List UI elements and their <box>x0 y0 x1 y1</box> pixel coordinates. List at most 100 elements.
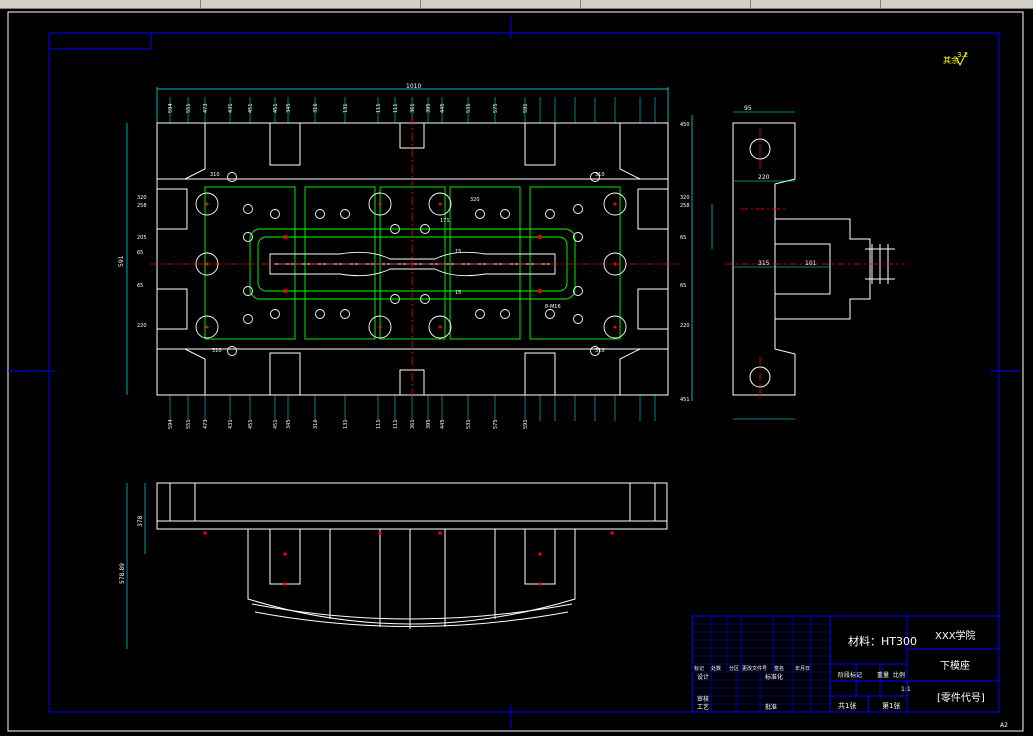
bolt-hole <box>590 172 600 182</box>
front-hole-mark <box>438 531 442 535</box>
left-dim-label: 258 <box>137 203 147 209</box>
inner-dim-label: 171 <box>440 218 450 224</box>
bottom-dim-label: 111 <box>376 419 382 429</box>
left-dim-label: 220 <box>137 323 147 329</box>
inner-dim-label: 310 <box>210 172 220 178</box>
bolt-hole <box>243 286 253 296</box>
hole-center <box>205 202 209 206</box>
bolt-hole <box>243 232 253 242</box>
top-view-dimension-lines <box>126 87 693 401</box>
title-block: 材料：HT300 XXX学院 下模座 [零件代号] 1:1 阶段标记 重量 比例… <box>691 615 1008 729</box>
front-hole-mark <box>203 531 207 535</box>
dim-front-inner: 378 <box>137 515 144 527</box>
revision-headers: 标记处数分区更改文件号签名年月日 <box>694 665 810 672</box>
bolt-hole <box>573 204 583 214</box>
pin-mark <box>538 235 542 239</box>
bottom-dim-label: 591 <box>523 419 529 429</box>
right-dim-label: 320 <box>680 195 690 201</box>
revision-header: 处数 <box>711 665 721 672</box>
guide-hole <box>195 315 219 339</box>
bolt-hole <box>227 172 237 182</box>
dim-side-mid: 315 <box>758 260 770 267</box>
bolt-hole <box>270 309 280 319</box>
guide-hole <box>603 315 627 339</box>
school-name: XXX学院 <box>935 629 976 642</box>
top-view-holes <box>195 172 627 356</box>
guide-hole <box>368 315 392 339</box>
bottom-dim-label: 451 <box>273 419 279 429</box>
right-dim-label: 220 <box>680 323 690 329</box>
front-hole-mark <box>283 552 287 556</box>
left-dim-label: 65 <box>137 283 143 289</box>
hole-center <box>205 262 209 266</box>
inner-dim-label: 310 <box>595 348 605 354</box>
bolt-hole <box>573 286 583 296</box>
hole-center <box>378 202 382 206</box>
inner-dim-label: 320 <box>470 197 480 203</box>
left-dim-label: 320 <box>137 195 147 201</box>
front-hole-mark <box>283 582 287 586</box>
guide-hole <box>195 192 219 216</box>
bottom-dim-label: 361 <box>410 419 416 429</box>
toolbar-segment[interactable] <box>420 0 581 8</box>
top-dim-label: 531 <box>466 103 472 113</box>
top-dim-label: 451 <box>273 103 279 113</box>
bolt-hole <box>420 224 430 234</box>
dim-side-width: 95 <box>744 105 752 112</box>
process-label: 工艺 <box>697 703 709 711</box>
guide-hole <box>603 192 627 216</box>
side-view: 95 220 315 101 <box>711 105 905 420</box>
window-toolbar-strip <box>0 0 1033 9</box>
bottom-dim-label: 395 <box>426 419 432 429</box>
stage-label: 阶段标记 <box>838 671 862 679</box>
hole-center <box>613 325 617 329</box>
top-dim-label: 551 <box>186 103 192 113</box>
revision-header: 分区 <box>729 665 739 672</box>
dim-side-small: 101 <box>805 260 817 267</box>
front-hole-mark <box>610 531 614 535</box>
top-dim-label: 131 <box>343 103 349 113</box>
bolt-hole <box>315 309 325 319</box>
top-dim-label: 451 <box>248 103 254 113</box>
toolbar-segment[interactable] <box>0 0 201 8</box>
bolt-hole <box>243 204 253 214</box>
hole-center <box>438 325 442 329</box>
toolbar-segment[interactable] <box>200 0 421 8</box>
inner-dim-label: 15 <box>455 290 461 296</box>
hole-center <box>205 325 209 329</box>
bottom-dim-label: 594 <box>168 419 174 429</box>
right-dim-label: 450 <box>680 122 690 128</box>
top-dim-label: 361 <box>410 103 416 113</box>
bottom-dim-label: 111 <box>393 419 399 429</box>
bolt-hole <box>475 309 485 319</box>
top-dim-label: 445 <box>440 103 446 113</box>
inner-dim-label: 310 <box>595 172 605 178</box>
front-hole-mark <box>538 552 542 556</box>
inner-dim-label: 15 <box>455 249 461 255</box>
bottom-dim-label: 531 <box>466 419 472 429</box>
top-view-extension-lines <box>169 97 656 421</box>
toolbar-segment[interactable] <box>750 0 881 8</box>
bolt-hole <box>270 209 280 219</box>
bolt-hole <box>500 309 510 319</box>
bolt-hole <box>590 346 600 356</box>
bottom-dim-label: 551 <box>186 419 192 429</box>
top-dim-label: 594 <box>168 103 174 113</box>
design-label: 设计 <box>697 673 709 681</box>
pin-mark <box>283 235 287 239</box>
bolt-hole <box>500 209 510 219</box>
drawing-frame <box>7 11 1024 732</box>
front-hole-mark <box>538 582 542 586</box>
bottom-dim-label: 431 <box>228 419 234 429</box>
toolbar-segment[interactable] <box>580 0 751 8</box>
sheet-no-label: 第1张 <box>882 701 900 710</box>
bottom-dim-label: 445 <box>440 419 446 429</box>
bolt-hole <box>315 209 325 219</box>
left-dim-label: 65 <box>137 250 143 256</box>
inner-dim-label: 310 <box>212 348 222 354</box>
dim-overall-height: 591 <box>118 255 125 267</box>
